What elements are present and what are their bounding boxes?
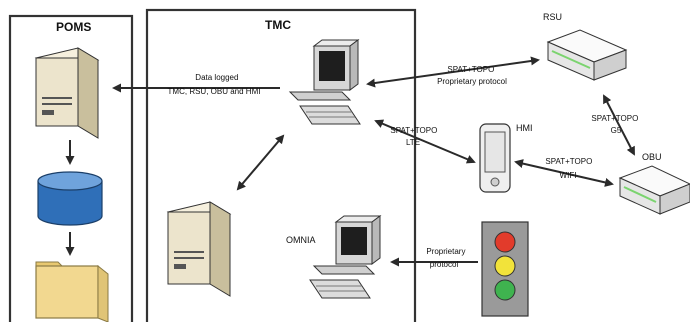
poms-server-icon (34, 47, 100, 139)
tmc-hmi-line-2: LTE (406, 138, 420, 147)
omnia-label: OMNIA (286, 235, 316, 245)
signal-omnia-line-2: protocol (430, 260, 459, 269)
hmi-label: HMI (516, 123, 533, 133)
signal-omnia-line-1: Proprietary (426, 247, 465, 256)
data-logged-line-2: TMC, RSU, OBU and HMI (168, 87, 261, 96)
tmc-panel-border (145, 8, 417, 322)
omnia-computer-icon (309, 215, 382, 299)
tmc-title: TMC (265, 18, 291, 32)
tmc-rsu-line-2: Proprietary protocol (437, 77, 507, 86)
tmc-hmi-line-1: SPAT+TOPO (390, 126, 437, 135)
database-icon (37, 171, 103, 226)
rsu-device-icon (546, 29, 628, 81)
rsu-obu-line-1: SPAT+TOPO (591, 114, 638, 123)
tmc-rsu-line-1: SPAT+TOPO (447, 65, 494, 74)
tmc-computer-server-arrow (236, 134, 285, 191)
data-logged-label: Data logged TMC, RSU, OBU and HMI (168, 73, 261, 96)
tmc-panel: TMC (145, 8, 417, 322)
traffic-light-icon (481, 221, 529, 317)
hmi-obu-arrow (514, 159, 614, 187)
tmc-rsu-arrow (366, 56, 540, 88)
tmc-hmi-arrow (374, 119, 476, 164)
tmc-rsu-label: SPAT+TOPO Proprietary protocol (437, 65, 507, 86)
poms-panel: POMS (8, 14, 134, 322)
data-logged-line-1: Data logged (195, 73, 238, 82)
obu-device-icon (618, 165, 690, 215)
rsu-obu-arrow (603, 94, 635, 156)
poms-panel-border (8, 14, 134, 322)
hmi-obu-label: SPAT+TOPO WIFI (545, 157, 594, 180)
hmi-obu-line-2: WIFI (560, 171, 577, 180)
rsu-obu-label: SPAT+TOPO G5 (591, 114, 640, 135)
obu-label: OBU (642, 152, 662, 162)
tmc-server-icon (166, 201, 232, 297)
tmc-computer-icon (288, 39, 361, 125)
signal-omnia-label: Proprietary protocol (426, 247, 467, 269)
hmi-phone-icon (479, 123, 511, 193)
hmi-obu-line-1: SPAT+TOPO (545, 157, 592, 166)
rsu-label: RSU (543, 12, 562, 22)
folder-icon (35, 261, 109, 322)
rsu-obu-line-2: G5 (611, 126, 622, 135)
tmc-hmi-label: SPAT+TOPO LTE (390, 126, 439, 147)
poms-title: POMS (56, 20, 91, 34)
